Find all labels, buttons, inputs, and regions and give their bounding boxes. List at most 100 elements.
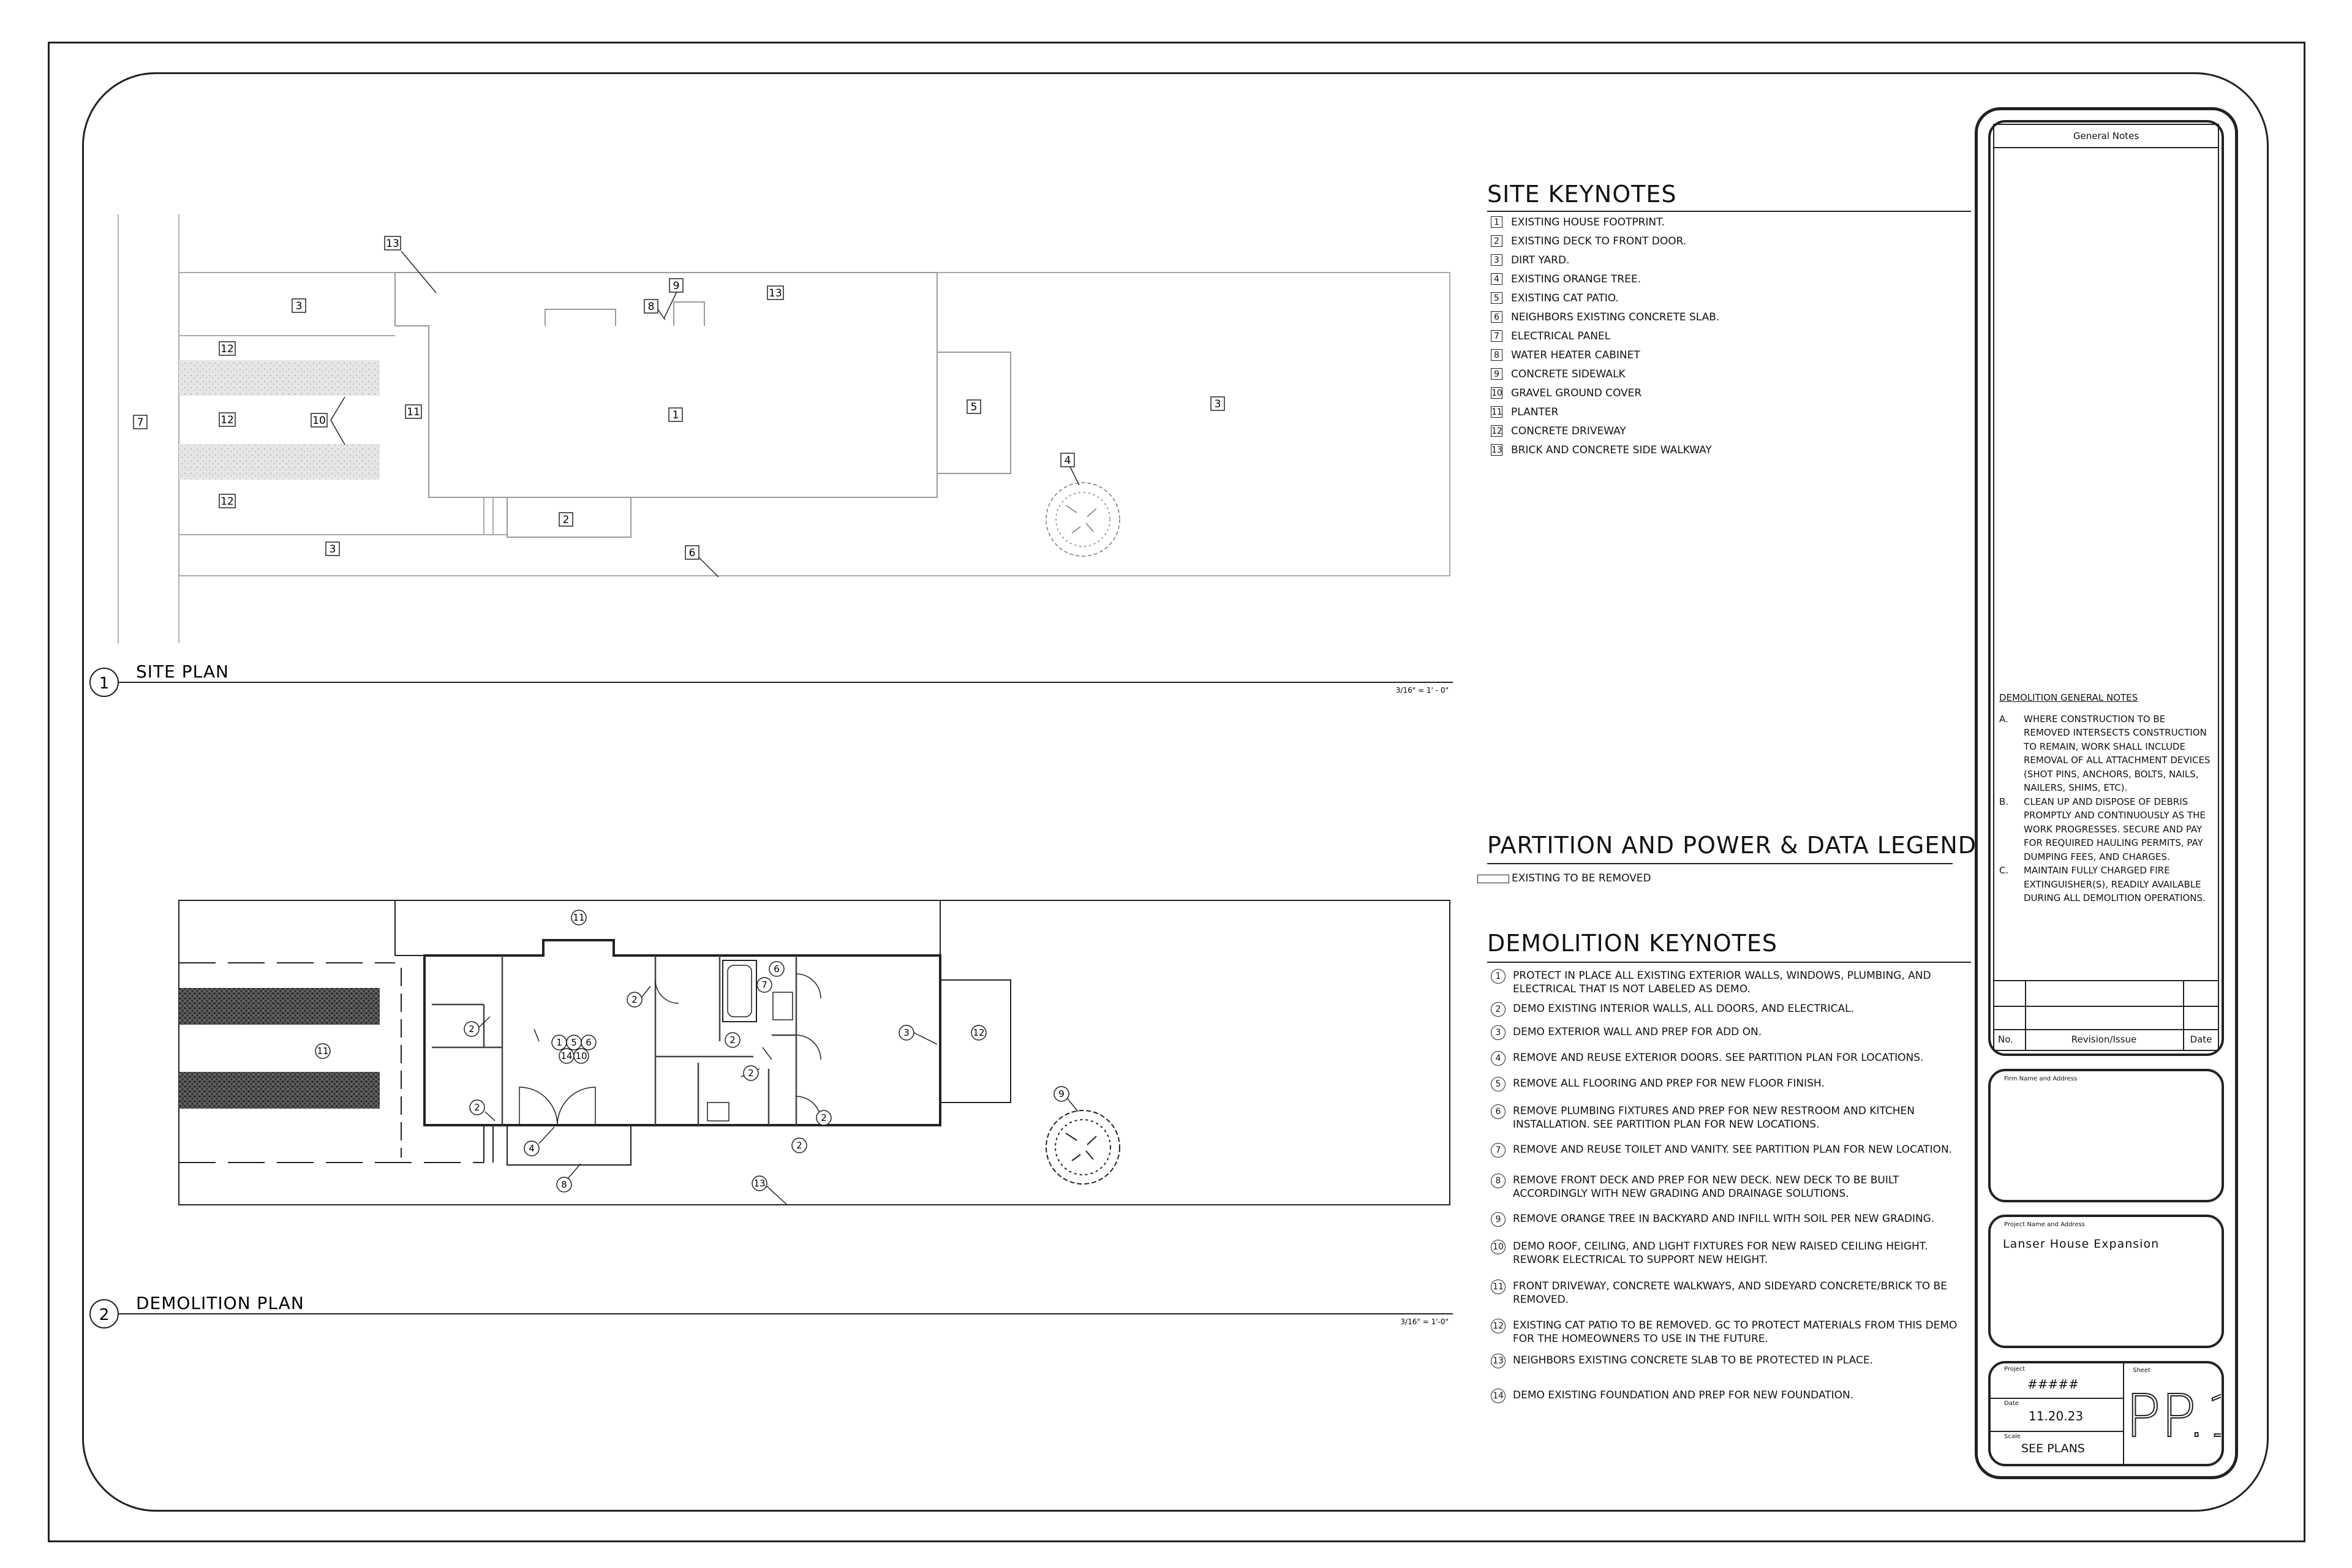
general-notes-area — [1993, 148, 2219, 1051]
site-keynote-text: NEIGHBORS EXISTING CONCRETE SLAB. — [1511, 311, 1720, 323]
demolition-keynote-number: 10 — [1491, 1240, 1506, 1254]
demolition-keynote-number: 2 — [1491, 1002, 1506, 1017]
title-block-outer — [1975, 107, 2238, 1479]
demolition-keynote-text: DEMO EXTERIOR WALL AND PREP FOR ADD ON. — [1513, 1026, 1762, 1038]
svg-text:11: 11 — [317, 1046, 328, 1057]
demolition-keynote-text: DEMO EXISTING FOUNDATION AND PREP FOR NE… — [1513, 1389, 1854, 1401]
demo-tag: 8 — [556, 1177, 572, 1193]
general-note-letter: B. — [1999, 796, 2009, 807]
site-tag: 12 — [219, 341, 236, 356]
revision-date-header: Date — [2190, 1034, 2212, 1045]
demolition-general-notes-title: DEMOLITION GENERAL NOTES — [1999, 692, 2138, 703]
demolition-keynotes-rule — [1487, 962, 1971, 963]
general-note-text: WHERE CONSTRUCTION TO BE REMOVED INTERSE… — [2024, 713, 2211, 794]
site-keynote-number: 3 — [1491, 254, 1502, 266]
revision-table: No. Revision/Issue Date — [1993, 980, 2219, 1051]
firm-label: Firm Name and Address — [2004, 1076, 2078, 1082]
demo-tag: 2 — [816, 1110, 832, 1126]
site-keynote-number: 1 — [1491, 216, 1502, 228]
demolition-keynote-text: FRONT DRIVEWAY, CONCRETE WALKWAYS, AND S… — [1513, 1280, 1947, 1306]
svg-text:3: 3 — [296, 300, 303, 312]
svg-text:2: 2 — [821, 1112, 827, 1123]
revision-no-header: No. — [1998, 1034, 2013, 1045]
site-plan-number: 1 — [99, 674, 110, 693]
site-tag: 12 — [219, 494, 236, 508]
demolition-plan-drawing: 11 6 7 2 12 3 2 2 1 5 6 14 10 11 2 9 2 2… — [89, 900, 1453, 1329]
demolition-keynote-number: 1 — [1491, 969, 1506, 984]
svg-text:1: 1 — [673, 409, 679, 421]
demolition-keynote-item: 11 FRONT DRIVEWAY, CONCRETE WALKWAYS, AND… — [1491, 1280, 1966, 1306]
site-plan-scale: 3/16" = 1' - 0" — [1396, 686, 1449, 695]
site-keynote-number: 10 — [1491, 387, 1502, 399]
demolition-keynote-number: 13 — [1491, 1354, 1506, 1368]
demo-tag: 6 — [581, 1035, 597, 1050]
svg-text:2: 2 — [631, 994, 638, 1005]
site-plan-title: SITE PLAN — [136, 662, 229, 682]
site-keynotes-rule — [1487, 211, 1971, 212]
demolition-plan-title: DEMOLITION PLAN — [136, 1293, 304, 1313]
svg-text:2: 2 — [729, 1035, 736, 1046]
site-tag: 12 — [219, 412, 236, 427]
site-keynote-text: CONCRETE DRIVEWAY — [1511, 425, 1626, 437]
demo-tag: 2 — [627, 992, 643, 1008]
svg-text:12: 12 — [221, 496, 234, 508]
demolition-keynote-item: 2 DEMO EXISTING INTERIOR WALLS, ALL DOORS… — [1491, 1002, 1966, 1017]
site-keynote-number: 6 — [1491, 311, 1502, 323]
demolition-keynotes-title: DEMOLITION KEYNOTES — [1487, 930, 1777, 957]
svg-text:10: 10 — [575, 1050, 587, 1061]
demo-tag: 1 — [551, 1035, 567, 1050]
svg-text:10: 10 — [312, 415, 326, 427]
site-keynote-number: 7 — [1491, 330, 1502, 342]
demolition-keynote-text: DEMO EXISTING INTERIOR WALLS, ALL DOORS,… — [1513, 1003, 1854, 1015]
partition-legend-item: EXISTING TO BE REMOVED — [1512, 872, 1651, 884]
demolition-plan-tags: 11 6 7 2 12 3 2 2 1 5 6 14 10 11 2 9 2 2… — [315, 910, 1069, 1193]
svg-text:6: 6 — [774, 963, 780, 974]
demo-tag: 2 — [791, 1137, 807, 1153]
demolition-keynote-number: 14 — [1491, 1389, 1506, 1403]
svg-text:9: 9 — [1058, 1088, 1065, 1099]
general-note-text: MAINTAIN FULLY CHARGED FIRE EXTINGUISHER… — [2024, 865, 2206, 903]
demolition-general-note: A.WHERE CONSTRUCTION TO BE REMOVED INTER… — [1999, 712, 2214, 795]
demolition-general-notes: DEMOLITION GENERAL NOTES A.WHERE CONSTRU… — [1999, 691, 2214, 905]
demo-tag: 11 — [571, 910, 587, 925]
svg-text:3: 3 — [903, 1027, 910, 1038]
sheet-scale: SEE PLANS — [2021, 1442, 2085, 1455]
partition-legend-rule — [1487, 863, 1953, 864]
demolition-keynote-number: 9 — [1491, 1212, 1506, 1227]
demolition-keynote-number: 8 — [1491, 1174, 1506, 1188]
demolition-general-note: B. CLEAN UP AND DISPOSE OF DEBRIS PROMPTL… — [1999, 795, 2214, 864]
demo-tag: 2 — [743, 1065, 759, 1081]
site-keynote-item: 6 NEIGHBORS EXISTING CONCRETE SLAB. — [1491, 311, 1719, 323]
demolition-keynote-number: 11 — [1491, 1280, 1506, 1294]
demo-tag: 6 — [769, 961, 785, 977]
demolition-keynote-text: REMOVE FRONT DECK AND PREP FOR NEW DECK.… — [1513, 1174, 1899, 1200]
general-notes-panel — [1988, 120, 2224, 1056]
sheet-info-panel — [1988, 1361, 2224, 1466]
site-tag: 6 — [685, 545, 699, 560]
demolition-keynote-text: DEMO ROOF, CEILING, AND LIGHT FIXTURES F… — [1513, 1240, 1928, 1266]
svg-text:4: 4 — [529, 1143, 535, 1154]
site-tag: 10 — [311, 413, 328, 428]
site-keynote-text: PLANTER — [1511, 406, 1559, 418]
demolition-keynote-text: REMOVE ALL FLOORING AND PREP FOR NEW FLO… — [1513, 1077, 1825, 1090]
demo-tag: 10 — [573, 1048, 589, 1064]
svg-text:4: 4 — [1065, 454, 1071, 467]
general-note-text: CLEAN UP AND DISPOSE OF DEBRIS PROMPTLY … — [2024, 796, 2206, 862]
demo-tag: 2 — [725, 1032, 741, 1048]
site-tag: 1 — [668, 407, 683, 422]
demolition-keynote-text: NEIGHBORS EXISTING CONCRETE SLAB TO BE P… — [1513, 1354, 1873, 1366]
site-keynote-number: 5 — [1491, 292, 1502, 304]
